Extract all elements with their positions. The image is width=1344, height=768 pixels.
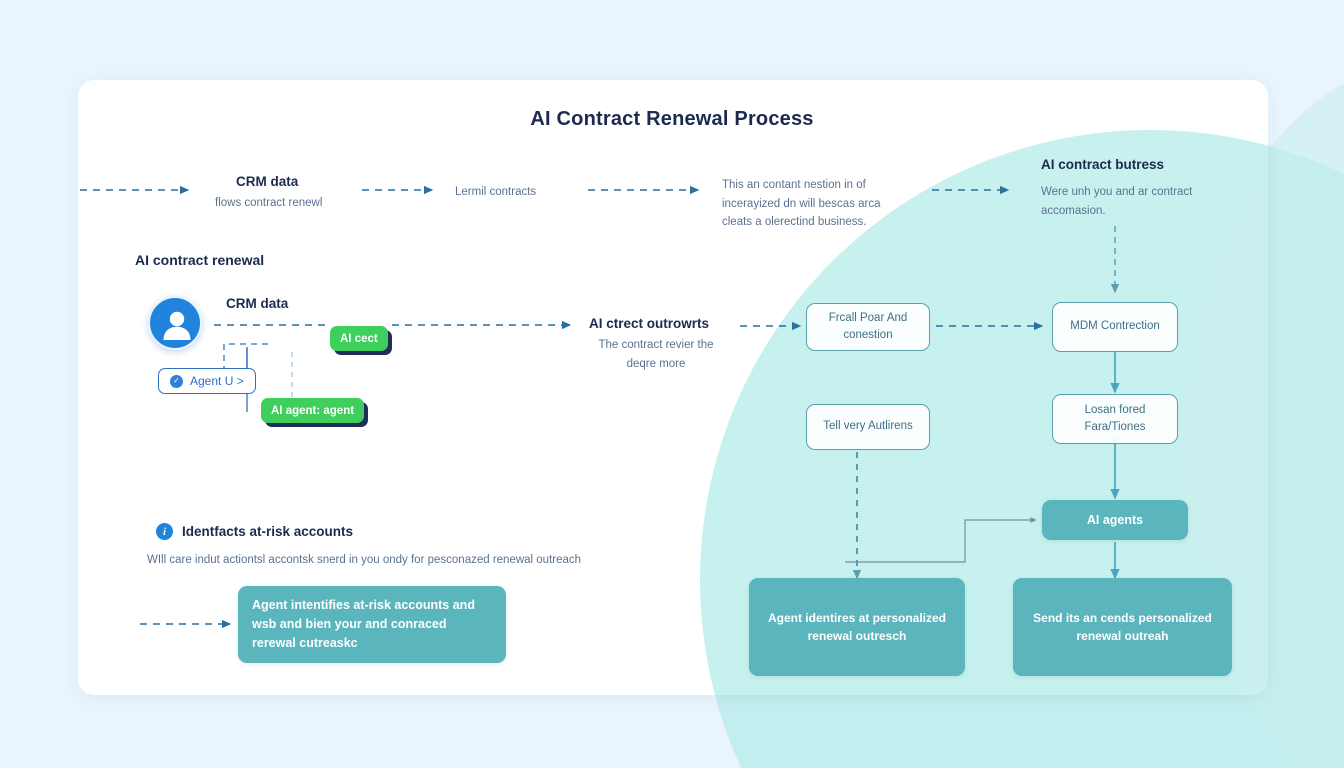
- person-icon: [163, 311, 191, 340]
- box-tell[interactable]: Tell very Autlirens: [806, 404, 930, 450]
- page-title: AI Contract Renewal Process: [530, 108, 814, 130]
- bottom-box-3[interactable]: Send its an cends personalized renewal o…: [1013, 578, 1232, 676]
- callout-title: Identfacts at-risk accounts: [182, 524, 354, 539]
- bottom-box-2[interactable]: Agent identires at personalized renewal …: [749, 578, 965, 676]
- top-node-4-heading: AI contract butress: [1041, 157, 1165, 172]
- check-circle-icon: ✓: [170, 374, 183, 388]
- chip-ai-cect[interactable]: AI cect: [330, 326, 388, 351]
- box-ai-agents[interactable]: AI agents: [1042, 500, 1188, 540]
- box-recall[interactable]: Frcall Poar And conestion: [806, 303, 930, 351]
- section-label: AI contract renewal: [135, 252, 265, 268]
- top-node-3-body: This an contant nestion in of incerayize…: [722, 179, 881, 229]
- agent-pill-label: Agent U >: [190, 374, 244, 388]
- outreach-heading: AI ctrect outrowrts: [589, 316, 710, 331]
- info-icon: i: [156, 523, 173, 540]
- top-node-1-body: flows contract renewl: [215, 197, 323, 209]
- user-avatar[interactable]: [148, 296, 202, 350]
- top-node-2-body: Lermil contracts: [455, 186, 537, 198]
- callout-body: WIll care indut actiontsl accontsk snerd…: [147, 554, 582, 566]
- box-mdm[interactable]: MDM Contrection: [1052, 302, 1178, 352]
- agent-pill[interactable]: ✓ Agent U >: [158, 368, 256, 394]
- top-node-1-heading: CRM data: [236, 174, 299, 189]
- bottom-box-1[interactable]: Agent intentifies at-risk accounts and w…: [238, 586, 506, 663]
- chip-ai-agent[interactable]: AI agent: agent: [261, 398, 365, 423]
- box-loan[interactable]: Losan fored Fara/Tiones: [1052, 394, 1178, 444]
- callout-heading-row: i Identfacts at-risk accounts: [156, 523, 353, 540]
- crm-data-label: CRM data: [226, 296, 289, 311]
- top-node-4-body: Were unh you and ar contract accomasion.: [1041, 186, 1193, 217]
- outreach-body: The contract revier the deqre more: [598, 339, 714, 370]
